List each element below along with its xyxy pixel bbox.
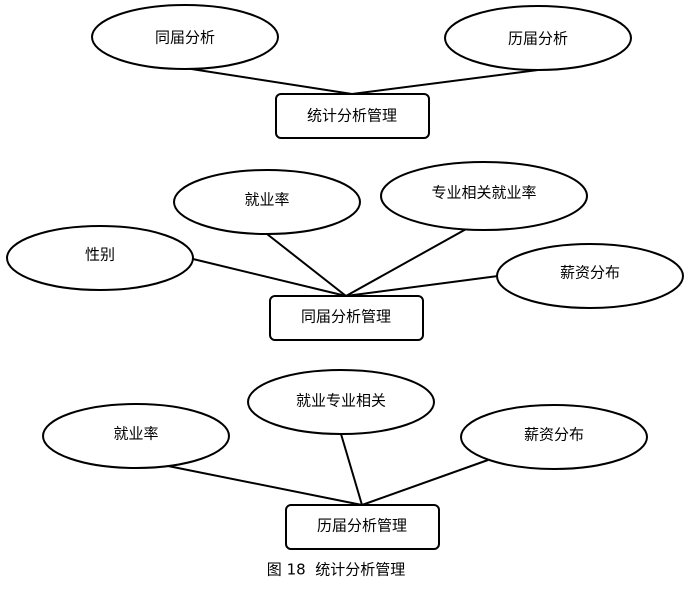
connector-stat-history [351, 69, 539, 95]
entity-label: 同届分析管理 [301, 308, 391, 326]
attribute-label: 薪资分布 [524, 426, 584, 444]
connector-same-salary [345, 275, 499, 297]
attribute-major-related-rate [380, 161, 588, 231]
attribute-salary-distribution [496, 243, 684, 309]
connector-history-rate [167, 465, 363, 506]
entity-statistics-management [275, 93, 430, 139]
connector-history-related [340, 433, 363, 506]
attribute-history-analysis [444, 5, 632, 71]
attribute-label: 就业率 [244, 191, 289, 209]
attribute-employment-rate [173, 169, 361, 235]
attribute-label: 专业相关就业率 [431, 184, 536, 202]
entity-same-session-management [269, 295, 424, 341]
attribute-label: 历届分析 [508, 30, 568, 48]
attribute-label: 同届分析 [155, 29, 215, 47]
attribute-employment-rate [42, 403, 230, 469]
attribute-label: 就业专业相关 [296, 392, 386, 410]
connector-same-rate [266, 233, 347, 297]
attribute-employment-major-related [247, 369, 435, 435]
entity-history-management [285, 504, 440, 550]
attribute-same-session-analysis [91, 4, 279, 70]
attribute-label: 薪资分布 [560, 264, 620, 282]
attribute-gender [6, 225, 194, 291]
connector-stat-same [184, 67, 353, 95]
connector-same-gender [192, 258, 347, 297]
entity-label: 统计分析管理 [307, 107, 397, 125]
connector-history-salary [361, 459, 489, 506]
connector-same-related-rate [345, 227, 469, 297]
figure-caption: 图 18 统计分析管理 [267, 561, 405, 579]
attribute-label: 性别 [85, 246, 115, 264]
attribute-label: 就业率 [113, 425, 158, 443]
entity-label: 历届分析管理 [317, 517, 407, 535]
attribute-salary-distribution [460, 404, 648, 470]
